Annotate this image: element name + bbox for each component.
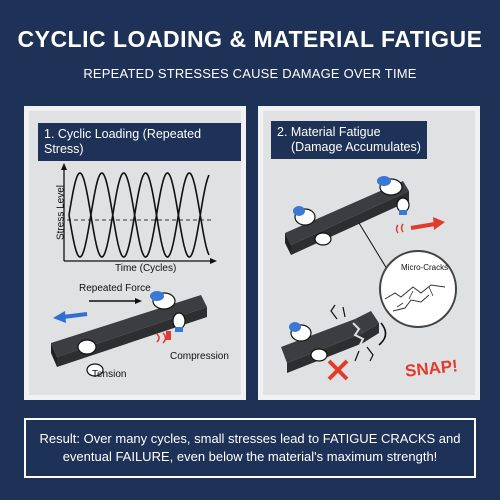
callout-line [358,222,388,270]
sleeve-upper-left [293,206,305,216]
fatigue-illustration [281,176,457,381]
compression-label: Compression [170,351,229,362]
panel-1-heading: 1. Cyclic Loading (Repeated Stress) [38,123,241,161]
beam-illustration [51,291,207,377]
motion-mark [400,223,404,233]
force-arrow-head-icon [135,298,142,304]
x-axis-arrow-icon [210,258,217,264]
broken-beam-right-top [355,311,379,333]
fracture-lines [330,304,374,362]
page-subtitle: REPEATED STRESSES CAUSE DAMAGE OVER TIME [83,66,417,81]
micro-crack [392,294,430,312]
red-arrow-head-icon [433,217,445,230]
motion-mark [156,333,160,343]
sleeve-lower-left [289,322,301,332]
sleeve-upper-right [377,176,391,186]
x-axis-label: Time (Cycles) [115,263,177,274]
micro-crack [384,284,446,300]
blue-arrow-head-icon [53,311,66,323]
panel-2-heading: 2. Material Fatigue (Damage Accumulates) [271,121,427,159]
micro-cracks-label: Micro-Cracks [401,263,449,272]
upper-beam-end [285,233,291,255]
hand-lower-under-icon [310,348,328,362]
beam-side [57,307,207,367]
repeated-force-label: Repeated Force [79,283,151,294]
blue-arrow [62,312,88,319]
broken-beam-left-top [281,319,363,363]
compression-marker [166,331,171,340]
break-line [352,322,365,346]
material-fatigue-panel: 2. Material Fatigue (Damage Accumulates) [258,106,480,400]
stress-wave-1 [68,172,210,258]
sleeve-top [150,291,164,301]
panel-2-heading-line1: 2. Material Fatigue [277,125,381,139]
hand-upper-under-right-icon [396,197,410,213]
magnifier-icon [379,250,457,328]
motion-mark [395,224,399,234]
hand-under-icon [86,363,104,377]
hand-lower-right-icon [378,322,387,346]
cyclic-loading-panel: 1. Cyclic Loading (Repeated Stress) Stre… [24,106,246,400]
stress-wave-2 [68,172,210,258]
micro-crack [396,286,434,308]
result-text: Result: Over many cycles, small stresses… [39,431,461,464]
stress-graph [61,163,217,264]
x-mark-icon [327,359,349,381]
hand-bottom-icon [172,312,186,330]
hand-upper-under-icon [314,232,332,246]
hand-left-icon [77,339,97,355]
beam-end [51,343,57,367]
sleeve-upper-under [399,210,407,215]
result-box: Result: Over many cycles, small stresses… [24,418,476,478]
broken-beam-right-side [363,323,379,343]
upper-beam-top [285,181,409,245]
red-arrow [410,222,436,230]
y-axis-arrow-icon [61,163,67,170]
motion-mark [162,332,167,344]
sleeve-bottom [175,327,183,332]
panel-2-heading-line2: (Damage Accumulates) [291,140,421,154]
page-title: CYCLIC LOADING & MATERIAL FATIGUE [17,26,483,52]
tension-label: Tension [92,369,127,380]
